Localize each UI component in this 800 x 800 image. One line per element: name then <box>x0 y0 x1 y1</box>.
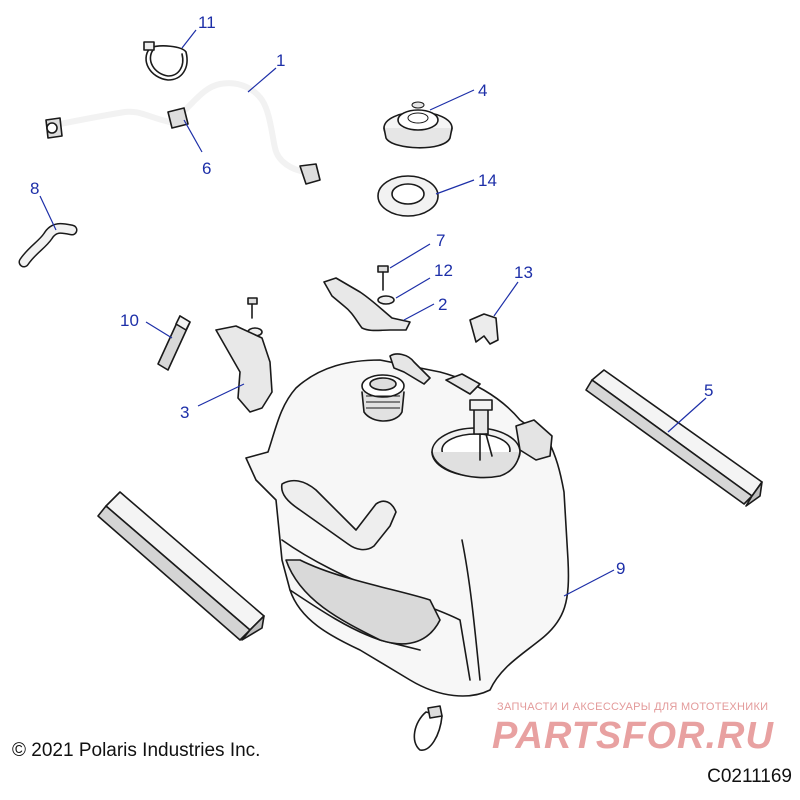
part-5-foam-pad <box>585 369 763 507</box>
callout-5: 5 <box>704 381 713 400</box>
leader-7 <box>389 243 431 269</box>
part-12-washer <box>377 295 395 305</box>
leader-2 <box>403 303 435 321</box>
part-10-foam-pad <box>157 315 191 371</box>
leader-lines <box>39 29 707 597</box>
leader-12 <box>395 277 431 299</box>
callout-7: 7 <box>436 231 445 250</box>
part-7-bolt <box>377 265 389 291</box>
watermark-logo: PARTSFOR.RU <box>492 715 774 757</box>
leader-3 <box>197 383 245 407</box>
copyright-notice: © 2021 Polaris Industries Inc. <box>12 740 261 761</box>
part-14-gasket <box>377 175 439 217</box>
leader-8 <box>39 195 57 231</box>
callout-14: 14 <box>478 171 497 190</box>
callout-1: 1 <box>276 51 285 70</box>
callout-6: 6 <box>202 159 211 178</box>
leader-6 <box>183 119 203 153</box>
part-9-fuel-tank <box>245 353 570 697</box>
callout-13: 13 <box>514 263 533 282</box>
leader-14 <box>435 179 475 195</box>
callout-3: 3 <box>180 403 189 422</box>
callout-2: 2 <box>438 295 447 314</box>
part-11-hose-clamp <box>143 41 188 81</box>
part-3-bracket <box>215 297 273 413</box>
callout-8: 8 <box>30 179 39 198</box>
part-8-hose-section <box>18 222 78 268</box>
part-4-fuel-cap <box>383 101 453 149</box>
leader-13 <box>493 281 519 317</box>
leader-4 <box>429 89 475 111</box>
diagram-code: C0211169 <box>707 766 792 787</box>
part-2-bracket <box>323 277 411 332</box>
watermark-tagline: ЗАПЧАСТИ И АКСЕССУАРЫ ДЛЯ МОТОТЕХНИКИ <box>497 701 769 713</box>
callout-9: 9 <box>616 559 625 578</box>
part-1-vent-hose <box>45 80 321 185</box>
callout-12: 12 <box>434 261 453 280</box>
leader-1 <box>247 67 277 93</box>
callout-11: 11 <box>198 13 216 32</box>
callout-10: 10 <box>120 311 139 330</box>
callout-4: 4 <box>478 81 487 100</box>
leader-9 <box>563 569 615 597</box>
leader-11 <box>181 29 197 49</box>
part-9-lower-clamp <box>413 705 443 751</box>
callout-labels: 11 1 6 8 4 14 7 12 2 13 10 3 5 9 <box>30 13 713 578</box>
part-13-clip <box>469 313 499 345</box>
part-6-hose-clip <box>167 107 189 129</box>
leader-10 <box>145 321 173 339</box>
leader-5 <box>667 397 707 433</box>
part-foam-pad-left <box>97 491 265 641</box>
